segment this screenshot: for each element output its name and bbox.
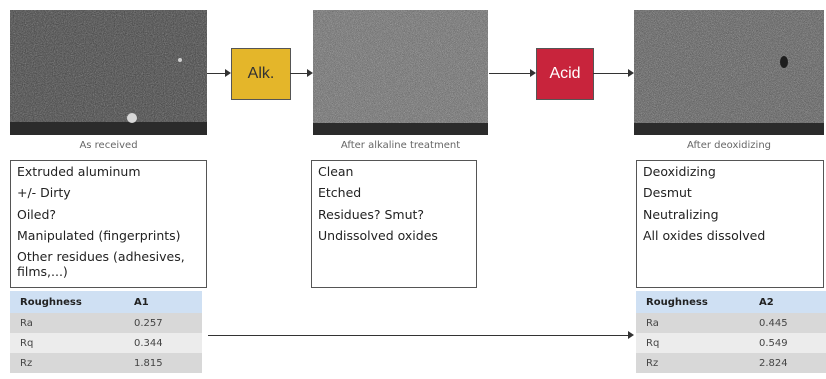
row-value: 1.815 <box>124 353 202 373</box>
box-after-deoxidizing: Deoxidizing Desmut Neutralizing All oxid… <box>636 160 824 288</box>
sem-image-as-received <box>10 10 207 135</box>
row-label: Ra <box>10 313 124 333</box>
header-roughness: Roughness <box>636 291 749 313</box>
row-label: Rq <box>10 333 124 353</box>
box-line: Clean <box>318 164 354 179</box>
row-value: 0.549 <box>748 333 826 353</box>
box-line: Residues? Smut? <box>318 206 425 222</box>
process-alkaline: Alk. <box>231 48 291 100</box>
header-sample: A1 <box>124 291 202 313</box>
table-header: Roughness A1 <box>10 291 202 313</box>
arrow-image-to-acid <box>489 73 530 74</box>
table-row: Rq 0.549 <box>636 333 826 353</box>
table-row: Rz 2.824 <box>636 353 826 373</box>
row-label: Rq <box>636 333 749 353</box>
box-line: Deoxidizing <box>643 164 716 179</box>
table-row: Rq 0.344 <box>10 333 202 353</box>
arrow-head-image-to-acid <box>530 69 536 77</box>
box-line: All oxides dissolved <box>643 227 766 243</box>
arrow-table-comparison <box>208 335 628 336</box>
table-header: Roughness A2 <box>636 291 826 313</box>
row-value: 2.824 <box>748 353 826 373</box>
box-line: Etched <box>318 185 362 201</box>
box-line: Manipulated (fingerprints) <box>17 227 181 243</box>
arrow-acid-to-image <box>593 73 628 74</box>
arrow-head-alk-to-image <box>307 69 313 77</box>
arrow-alk-to-image <box>290 73 307 74</box>
row-value: 0.257 <box>124 313 202 333</box>
header-sample: A2 <box>748 291 826 313</box>
caption-after-alkaline: After alkaline treatment <box>340 140 461 151</box>
caption-after-deoxidizing: After deoxidizing <box>686 140 772 151</box>
row-label: Rz <box>10 353 124 373</box>
process-acid: Acid <box>536 48 594 100</box>
box-after-alkaline: Clean Etched Residues? Smut? Undissolved… <box>311 160 477 288</box>
row-label: Rz <box>636 353 749 373</box>
arrow-to-alk <box>207 73 225 74</box>
table-row: Rz 1.815 <box>10 353 202 373</box>
row-label: Ra <box>636 313 749 333</box>
box-line: Undissolved oxides <box>318 227 438 243</box>
header-roughness: Roughness <box>10 291 124 313</box>
roughness-table-a2: Roughness A2 Ra 0.445 Rq 0.549 Rz 2.824 <box>636 291 826 373</box>
box-line: Extruded aluminum <box>17 164 141 179</box>
sem-image-after-alkaline <box>313 10 488 135</box>
arrow-head-acid-to-image <box>628 69 634 77</box>
table-row: Ra 0.445 <box>636 313 826 333</box>
box-line: Desmut <box>643 185 692 201</box>
caption-as-received: As received <box>79 140 138 151</box>
row-value: 0.445 <box>748 313 826 333</box>
table-row: Ra 0.257 <box>10 313 202 333</box>
row-value: 0.344 <box>124 333 202 353</box>
box-as-received: Extruded aluminum +/- Dirty Oiled? Manip… <box>10 160 207 288</box>
arrow-head-to-alk <box>225 69 231 77</box>
roughness-table-a1: Roughness A1 Ra 0.257 Rq 0.344 Rz 1.815 <box>10 291 202 373</box>
box-line: Neutralizing <box>643 206 719 222</box>
arrow-head-table-comparison <box>628 331 634 339</box>
sem-image-after-deoxidizing <box>634 10 824 135</box>
box-line: Oiled? <box>17 206 57 222</box>
box-line: Other residues (adhesives, films,...) <box>17 249 185 280</box>
box-line: +/- Dirty <box>17 185 71 201</box>
